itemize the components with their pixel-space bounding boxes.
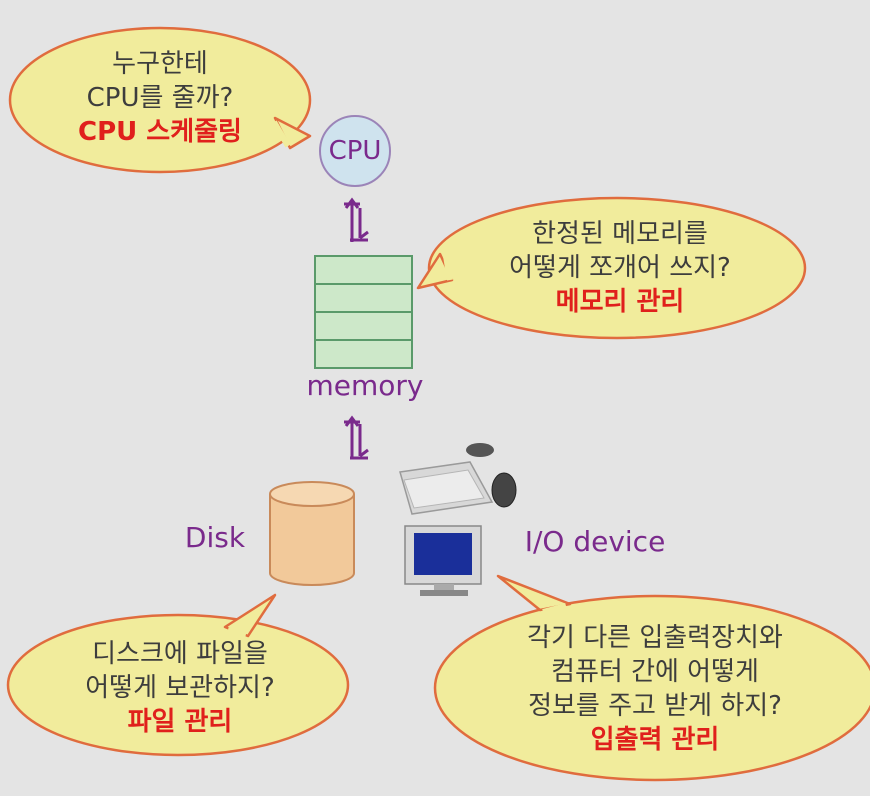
disk-bubble-line2: 어떻게 보관하지? <box>85 673 275 703</box>
disk-cylinder-icon <box>269 481 355 586</box>
io-speech-bubble <box>433 574 870 782</box>
memory-bubble-line1: 한정된 메모리를 <box>532 219 708 249</box>
io-device-label: I/O device <box>524 525 666 558</box>
io-bubble-line3: 정보를 주고 받게 하지? <box>528 691 782 721</box>
cpu-label: CPU <box>328 136 382 166</box>
cpu-scheduling-label: CPU 스케줄링 <box>78 117 242 147</box>
io-management-label: 입출력 관리 <box>590 725 720 755</box>
disk-bubble-line1: 디스크에 파일을 <box>92 639 268 669</box>
cpu-memory-arrow-icon <box>344 197 369 242</box>
memory-bubble-line2: 어떻게 쪼개어 쓰지? <box>509 253 731 283</box>
memory-disk-arrow-icon <box>344 415 369 460</box>
memory-label: memory <box>306 369 424 402</box>
cpu-speech-bubble <box>8 26 312 174</box>
disk-label: Disk <box>184 521 246 554</box>
keyboard-mouse-icon <box>399 443 517 515</box>
file-management-label: 파일 관리 <box>127 707 233 737</box>
cpu-bubble-line2: CPU를 줄까? <box>86 83 234 113</box>
disk-speech-bubble <box>6 593 350 757</box>
cpu-circle <box>319 115 391 187</box>
monitor-icon <box>404 525 482 596</box>
io-bubble-line1: 각기 다른 입출력장치와 <box>527 623 783 653</box>
cpu-bubble-line1: 누구한테 <box>112 49 208 79</box>
memory-speech-bubble <box>416 196 807 340</box>
memory-block <box>314 255 413 369</box>
memory-management-label: 메모리 관리 <box>555 287 685 317</box>
io-bubble-line2: 컴퓨터 간에 어떻게 <box>551 657 759 687</box>
